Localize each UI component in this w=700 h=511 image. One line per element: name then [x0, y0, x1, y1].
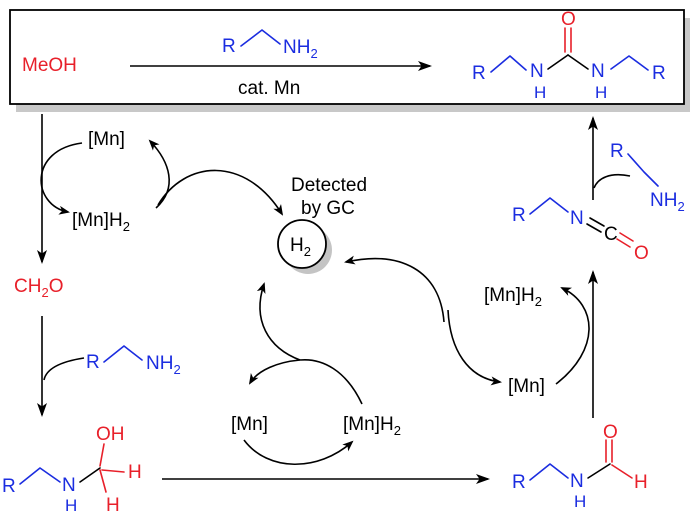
hemiaminal-r: R — [2, 476, 16, 497]
formaldehyde-label: CH2O — [14, 276, 63, 300]
amine-left-r: R — [86, 352, 100, 373]
left-mn-label: [Mn] — [88, 129, 125, 150]
h2-release-curve-middle — [256, 282, 301, 361]
hemiaminal-h1: H — [128, 462, 142, 483]
urea-r-left: R — [472, 63, 486, 84]
hemiaminal-h2: H — [106, 495, 120, 511]
methanol-label: MeOH — [22, 55, 77, 76]
formamide: R N H O H — [512, 422, 648, 511]
hemiaminal-cn-bond — [79, 467, 101, 483]
urea-left-chain — [490, 55, 527, 73]
amine-right-nh2: NH2 — [650, 190, 685, 214]
hemiaminal-ch-bond-2 — [99, 469, 107, 493]
h2-release-curve-left — [157, 169, 284, 216]
amine-top-r: R — [222, 36, 236, 57]
formamide-ch-bond — [611, 464, 633, 479]
middle-top-curve — [248, 359, 301, 385]
isocyanate-o: O — [634, 243, 649, 264]
hemiaminal-oh: OH — [96, 424, 125, 445]
urea-bond-cn2 — [567, 54, 589, 70]
hemiaminal-co-bond — [99, 443, 105, 467]
isocyanate-c: C — [604, 224, 618, 245]
formamide-nh: H — [574, 492, 586, 511]
urea-right-chain — [610, 55, 649, 71]
right-mnh2-label: [Mn]H2 — [484, 285, 542, 309]
left-mn-curve — [40, 142, 83, 215]
urea-h-left: H — [534, 83, 546, 102]
urea-n-right: N — [591, 61, 605, 82]
formamide-h: H — [634, 472, 648, 493]
formamide-cn-bond — [587, 463, 611, 479]
urea-bond-cn1 — [547, 54, 569, 70]
formamide-o: O — [603, 422, 618, 443]
formamide-n: N — [570, 471, 584, 492]
hemiaminal-chain — [19, 467, 61, 485]
h2-label: H2 — [290, 235, 311, 259]
isocyanate-nc-bond-b — [586, 223, 602, 233]
overall-reaction-box: MeOH R NH2 cat. Mn R N H O N H R — [9, 9, 690, 112]
amine-left-chain — [103, 345, 143, 363]
urea-oxygen: O — [561, 9, 576, 30]
detected-line-2: by GC — [301, 198, 355, 219]
formamide-chain — [529, 463, 569, 481]
middle-mn-label: [Mn] — [231, 414, 268, 435]
amine-right-r: R — [610, 141, 624, 162]
hemiaminal-n: N — [62, 475, 76, 496]
amine-top-nh2: NH2 — [283, 37, 318, 61]
amine-top-chain — [240, 29, 281, 47]
urea-n-left: N — [530, 61, 544, 82]
isocyanate-co-bond-a — [619, 232, 634, 242]
urea-h-right: H — [595, 83, 607, 102]
catalyst-label: cat. Mn — [238, 78, 300, 99]
amine-left-curve — [43, 357, 85, 381]
box-frame — [9, 9, 685, 105]
isocyanate-nc-bond-a — [589, 217, 605, 227]
formamide-r: R — [512, 472, 526, 493]
isocyanate-chain — [529, 197, 569, 215]
left-regeneration-curve — [148, 139, 170, 209]
amine-right-curve — [593, 173, 631, 189]
isocyanate: R N C O — [512, 197, 649, 264]
left-mnh2-label: [Mn]H2 — [72, 210, 130, 234]
middle-bottom-curve — [243, 439, 354, 466]
h2-circle — [277, 219, 327, 269]
hemiaminal-ch-bond-1 — [101, 469, 125, 473]
isocyanate-n: N — [570, 208, 584, 229]
isocyanate-r: R — [512, 205, 526, 226]
middle-right-curve — [299, 359, 363, 405]
hemiaminal-nh: H — [65, 496, 77, 511]
right-left-curve — [447, 309, 502, 386]
detected-line-1: Detected — [291, 175, 367, 196]
urea-product: R N H O N H R — [472, 9, 666, 102]
right-mn-label: [Mn] — [508, 376, 545, 397]
amine-left-nh2: NH2 — [146, 353, 181, 377]
h2-release-curve-right — [344, 255, 445, 323]
isocyanate-co-bond-b — [616, 238, 631, 248]
hemiaminal: R N H OH H H — [2, 424, 142, 511]
right-right-curve — [555, 287, 590, 385]
urea-r-right: R — [652, 63, 666, 84]
middle-mnh2-label: [Mn]H2 — [343, 414, 401, 438]
amine-right-chain — [627, 153, 659, 187]
